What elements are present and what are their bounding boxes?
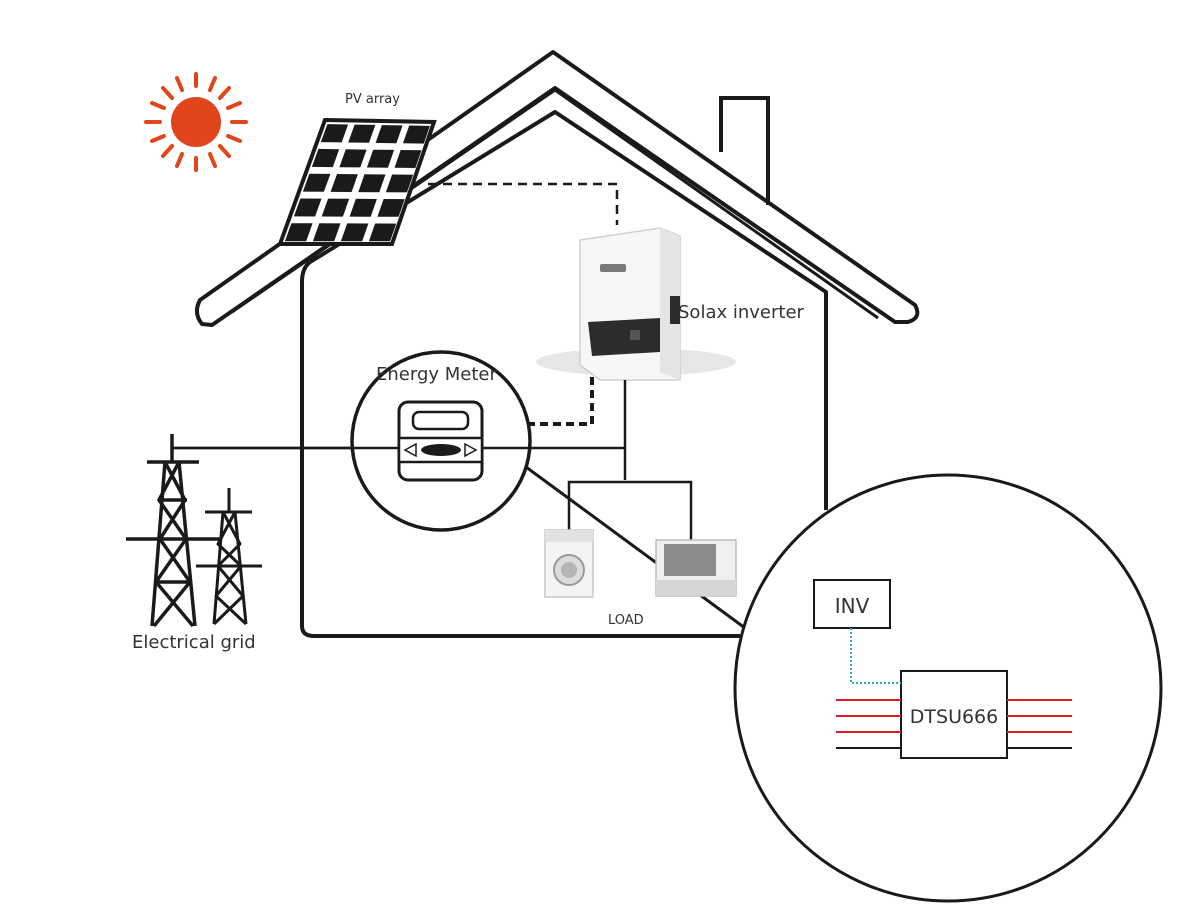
pv-cell [375,125,403,144]
electrical-grid-label: Electrical grid [132,632,256,653]
pv-cell [377,199,405,217]
inv-box-label: INV [834,594,870,618]
grid-tower-large [126,434,220,628]
pv-array-label: PV array [345,92,400,107]
inverter-label: Solax inverter [678,302,804,323]
pv-array [277,117,437,246]
meter-wiring-detail [733,473,1163,903]
pv-cell [366,149,395,168]
pv-cell [349,198,377,217]
pv-cell [293,198,322,217]
chimney [719,96,770,205]
pv-cell [403,125,430,144]
pv-cell [330,174,358,192]
pv-cell [311,148,340,168]
phase-lines-left [836,699,901,749]
pv-cell [368,223,397,242]
pv-cell [339,149,367,168]
zoom-line [525,465,746,630]
phase-lines-right [1007,699,1072,749]
house-walls [300,110,828,638]
comm-cable [850,628,901,684]
pv-cell [302,173,331,192]
energy-meter [172,350,532,532]
load-label: LOAD [608,613,644,628]
dtsu666-box [900,670,1008,759]
sun-icon [144,72,248,172]
pv-cell [340,223,369,242]
dishwasher-icon [655,539,737,597]
pv-cell [312,223,341,242]
pv-cell [348,124,376,143]
pv-cell [385,174,414,193]
solax-inverter [536,227,736,381]
washing-machine-icon [544,529,594,598]
pv-cell [321,198,350,217]
dtsu666-label: DTSU666 [909,706,999,728]
pv-cell [358,174,386,193]
pv-cell [284,223,313,242]
energy-meter-label: Energy Meter [376,364,497,385]
pv-cell [394,150,422,168]
pv-cell [320,124,349,143]
pv-dc-cable [428,182,619,225]
grid-tower-small [196,488,262,626]
